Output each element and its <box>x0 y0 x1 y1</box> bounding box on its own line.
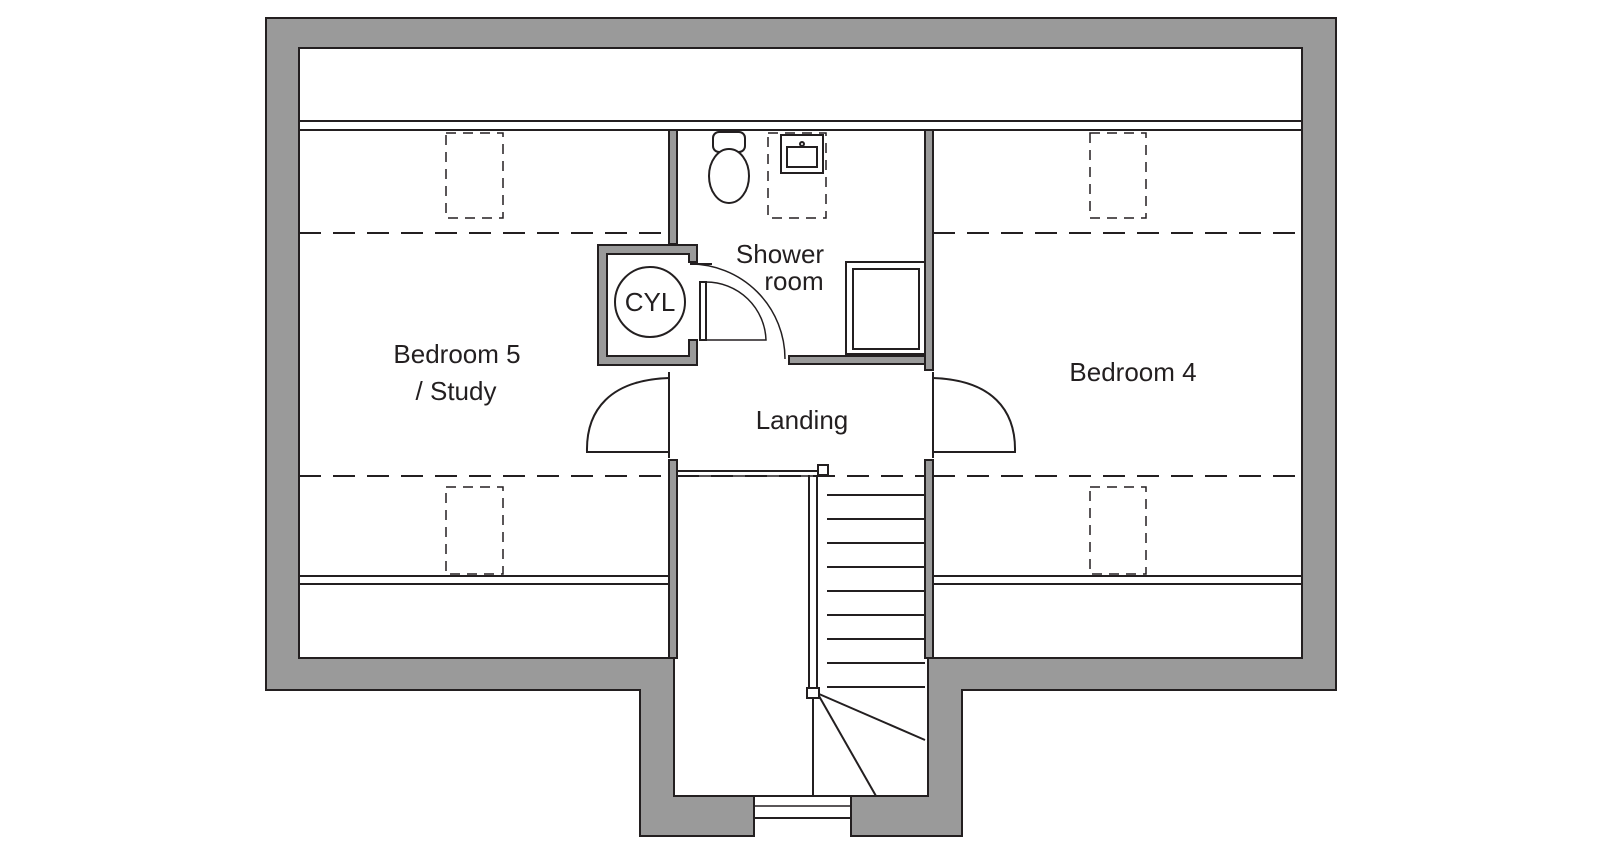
shower-room-sublabel: room <box>764 266 823 296</box>
cylinder-label: CYL <box>625 287 676 317</box>
cylinder-cupboard-wall <box>597 244 698 366</box>
newel-post-bottom <box>806 687 820 699</box>
partition-wall-right <box>924 129 934 371</box>
cupboard-door-swing <box>705 281 767 341</box>
stair-winder-1 <box>818 693 926 741</box>
roof-window-bedroom5-top <box>445 132 504 219</box>
roof-window-bedroom4-bottom <box>1089 486 1147 575</box>
cylinder-circle <box>614 266 686 338</box>
partition-wall-left <box>668 129 678 245</box>
window-bottom <box>753 795 852 819</box>
newel-post-top <box>817 464 829 476</box>
toilet-bowl <box>708 148 750 204</box>
stair-wall-left <box>668 459 678 659</box>
roof-window-shower <box>767 132 827 219</box>
roof-window-bedroom5-bottom <box>445 486 504 575</box>
cupboard-door <box>699 281 707 341</box>
shower-room-bottom-wall <box>788 355 926 365</box>
bedroom4-label: Bedroom 4 <box>1069 357 1196 387</box>
landing-door-right-swing <box>932 377 1017 453</box>
shower-room-label: Shower <box>736 239 824 269</box>
bedroom5-label: Bedroom 5 <box>393 339 520 369</box>
stair-winder-2 <box>818 695 877 797</box>
stair-wall-right <box>924 459 934 659</box>
shower-door-swing <box>689 263 786 360</box>
bedroom5-sublabel: / Study <box>416 376 497 406</box>
landing-door-left-swing <box>585 377 670 453</box>
landing-label: Landing <box>756 405 849 435</box>
shower-tray-inner <box>852 268 920 350</box>
eaves-storage-top <box>298 47 1303 122</box>
eaves-storage-bottom-left <box>298 583 670 659</box>
eaves-storage-bottom-right <box>932 583 1303 659</box>
shower-tray-outer <box>845 261 926 355</box>
roof-window-bedroom4-top <box>1089 132 1147 219</box>
basin-tap <box>799 141 805 147</box>
